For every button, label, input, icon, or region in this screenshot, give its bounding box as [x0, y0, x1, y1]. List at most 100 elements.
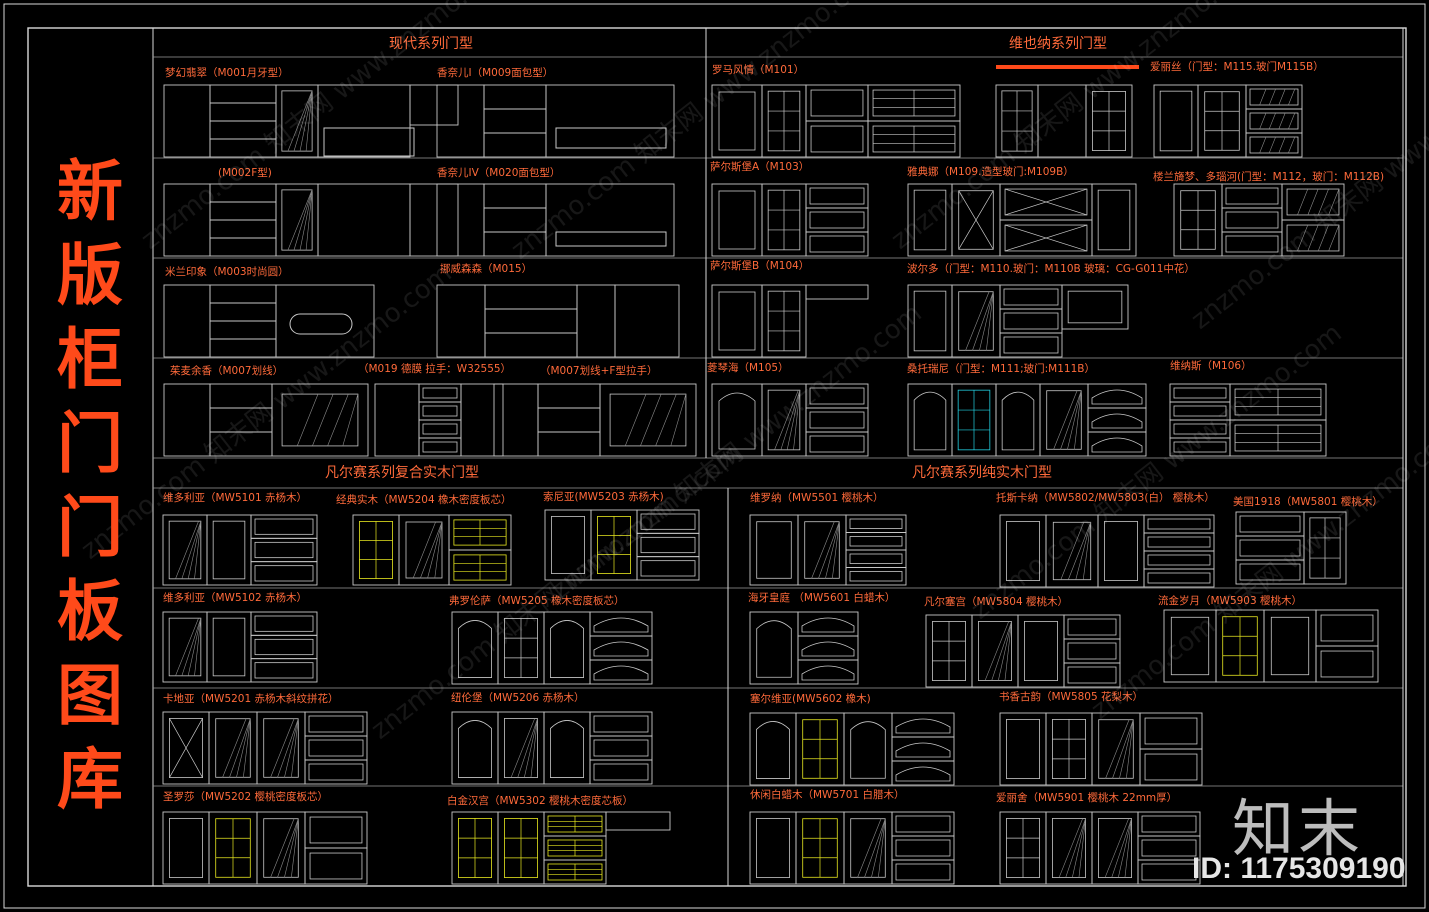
- item-label: （M019 德膜 拉手：W32555）: [358, 362, 511, 375]
- hatch-line: [291, 718, 299, 778]
- door-panel: [304, 759, 368, 785]
- door-inner-arch: [458, 720, 492, 778]
- hatch-line: [878, 818, 886, 878]
- door-panel: [209, 84, 277, 104]
- door-panel: [250, 611, 318, 636]
- item-label: 美国1918（MW5801 樱桃木）: [1233, 495, 1383, 508]
- sheet-title-char: 板: [57, 573, 123, 650]
- accent-bar: [996, 65, 1139, 69]
- hatch-line: [236, 718, 251, 778]
- cabinet-elevation: [162, 514, 318, 586]
- item-label: 海牙皇庭 （MW5601 白蜡木）: [748, 591, 895, 604]
- cabinet-elevation: [352, 514, 512, 586]
- sheet-title: 新 版 柜 门 门 板 图 库: [40, 150, 140, 822]
- door-panel: [271, 383, 369, 457]
- hatch-line: [1278, 136, 1286, 154]
- door-inner-panel: [1098, 818, 1132, 878]
- door-panel: [209, 102, 277, 122]
- hatch-line: [1268, 112, 1276, 130]
- door-inner-panel: [1067, 642, 1117, 660]
- door-inner-panel: [309, 816, 363, 844]
- hatch-line: [277, 718, 299, 778]
- door-inner-panel: [809, 411, 865, 429]
- item-label: （M007划线+F型拉手）: [540, 364, 657, 377]
- hatch-line: [1082, 522, 1092, 580]
- cabinet-elevation: [1153, 84, 1303, 158]
- door-inner-panel: [1004, 224, 1088, 252]
- door-inner-panel: [309, 852, 363, 880]
- door-inner-panel: [809, 435, 865, 453]
- cabinet-elevation: [925, 614, 1121, 688]
- outer-border: [3, 3, 1426, 909]
- door-panel: [206, 514, 252, 586]
- door-inner-arch: [593, 617, 649, 633]
- hatch-line: [1112, 719, 1134, 779]
- door-inner-panel: [593, 739, 649, 757]
- door-inner-arch: [756, 721, 790, 779]
- item-label: 楼兰旖梦、多瑙河(门型：M112，玻门：M112B): [1153, 170, 1384, 183]
- hatch-line: [312, 393, 334, 447]
- door-inner-panel: [263, 718, 299, 778]
- door-inner-panel: [1286, 188, 1340, 216]
- door-panel: [304, 735, 368, 761]
- door-panel: [1063, 638, 1121, 664]
- door-inner-panel: [849, 553, 903, 564]
- cabinet-elevation: [749, 811, 955, 885]
- door-panel: [162, 811, 210, 885]
- door-panel: [1235, 511, 1305, 537]
- door-panel: [576, 284, 616, 358]
- door-inner-panel: [1004, 188, 1088, 216]
- hatch-line: [1104, 818, 1129, 878]
- item-label: 书香古韵（MW5805 花梨木）: [999, 690, 1143, 703]
- watermark-id: ID: 1175309190: [1192, 852, 1406, 885]
- item-label: 弗罗伦萨（MW5205 橡木密度板芯）: [449, 594, 625, 607]
- door-inner-panel: [809, 187, 865, 205]
- door-panel: [1143, 532, 1215, 552]
- door-panel: [275, 284, 375, 358]
- door-panel: [1303, 511, 1347, 585]
- cabinet-elevation: [999, 811, 1201, 885]
- door-panel: [418, 419, 462, 439]
- item-label: 罗马风情（M101）: [712, 63, 804, 76]
- door-inner-panel: [593, 715, 649, 733]
- door-inner-panel: [281, 189, 313, 251]
- sheet-title-char: 版: [57, 237, 123, 314]
- door-panel: [1087, 431, 1147, 457]
- hatch-line: [1288, 136, 1296, 154]
- door-panel: [409, 84, 459, 126]
- item-label: 米兰印象（M003时尚圆）: [165, 265, 289, 278]
- door-inner-panel: [1003, 288, 1059, 306]
- item-label: 纽伦堡（MW5206 赤杨木）: [451, 691, 585, 704]
- door-panel: [209, 237, 277, 257]
- door-panel: [1063, 662, 1121, 688]
- hatch-line: [1075, 522, 1092, 580]
- door-inner-panel: [1144, 753, 1198, 781]
- door-inner-panel: [809, 211, 865, 229]
- item-label: 萨尔斯堡A（M103）: [710, 160, 809, 173]
- door-inner-panel: [281, 90, 313, 152]
- hatch-line: [857, 818, 882, 878]
- door-inner-panel: [1286, 224, 1340, 252]
- hatch-line: [229, 718, 251, 778]
- item-label: 茱麦余香（M007划线）: [170, 364, 283, 377]
- cabinet-elevation: [451, 811, 671, 885]
- door-panel: [614, 284, 680, 358]
- cabinet-elevation: [749, 514, 907, 586]
- item-label: 波尔多（门型：M110.玻门：M110B 玻璃：CG-G011中花）: [907, 262, 1195, 275]
- door-panel: [163, 84, 211, 158]
- door-panel: [1091, 183, 1137, 257]
- hatch-line: [793, 390, 801, 450]
- door-inner-panel: [895, 815, 951, 833]
- door-inner-panel: [263, 818, 299, 878]
- cabinet-elevation: [711, 183, 869, 257]
- door-panel: [418, 437, 462, 457]
- hatch-line: [427, 521, 443, 579]
- door-panel: [805, 284, 869, 300]
- door-inner-panel: [849, 536, 903, 547]
- door-inner-panel: [850, 818, 886, 878]
- hatch-line: [277, 818, 299, 878]
- door-inner-arch: [593, 641, 649, 657]
- door-panel: [1245, 132, 1303, 158]
- hatch-line: [1053, 390, 1078, 450]
